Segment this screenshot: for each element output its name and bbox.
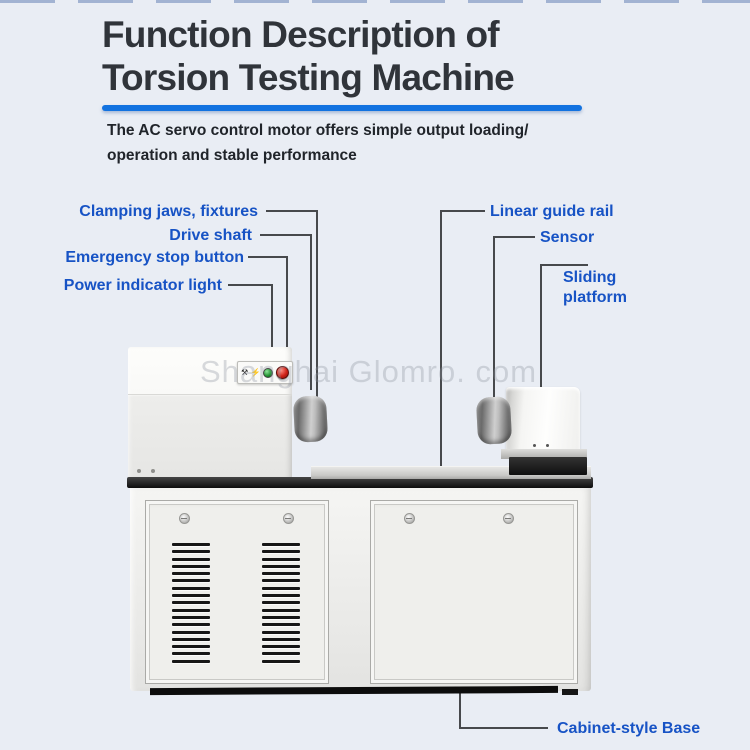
sensor-housing xyxy=(506,387,580,455)
vent-slot xyxy=(172,572,210,576)
cabinet-foot xyxy=(562,689,578,695)
housing-screw xyxy=(151,469,155,473)
label-clamping-jaws: Clamping jaws, fixtures xyxy=(79,203,258,220)
watermark-text: Shanghai Glomro. com xyxy=(200,354,538,389)
vent-slot xyxy=(172,645,210,649)
control-panel: ⚒ ⚡ xyxy=(237,361,293,384)
leader-power-indicator-h xyxy=(228,284,273,286)
door-screw xyxy=(404,513,415,524)
leader-sensor-h xyxy=(493,236,535,238)
panel-logo-icon: ⚒ xyxy=(241,367,249,377)
cabinet-right-door xyxy=(370,500,578,684)
sensor-housing-dot xyxy=(533,444,536,447)
leader-power-indicator-v xyxy=(271,284,273,367)
leader-sensor-v xyxy=(493,236,495,398)
page-title: Function Description of Torsion Testing … xyxy=(102,13,515,99)
leader-sliding-platform-v xyxy=(540,264,542,398)
vent-slot xyxy=(172,586,210,590)
vent-grille-left xyxy=(172,543,210,663)
vent-slot xyxy=(172,659,210,663)
leader-drive-shaft-h xyxy=(260,234,312,236)
label-drive-shaft: Drive shaft xyxy=(169,227,252,244)
vent-slot xyxy=(172,594,210,598)
vent-slot xyxy=(172,637,210,641)
label-power-indicator: Power indicator light xyxy=(63,277,222,294)
vent-slot xyxy=(262,637,300,641)
vent-slot xyxy=(262,601,300,605)
vent-slot xyxy=(262,659,300,663)
leader-cabinet-base-h xyxy=(459,727,548,729)
drive-shaft-chuck xyxy=(292,395,329,443)
vent-slot xyxy=(262,645,300,649)
vent-slot xyxy=(172,623,210,627)
cabinet-top-strip xyxy=(127,477,593,488)
door-screw xyxy=(503,513,514,524)
vent-slot xyxy=(262,557,300,561)
leader-linear-guide-h xyxy=(440,210,485,212)
vent-slot xyxy=(262,550,300,554)
power-indicator-light xyxy=(263,367,274,378)
vent-slot xyxy=(262,615,300,619)
sensor-housing-dot xyxy=(546,444,549,447)
vent-slot xyxy=(172,564,210,568)
vent-slot xyxy=(262,608,300,612)
emergency-stop-button xyxy=(275,366,289,379)
motor-housing-seam xyxy=(128,394,292,395)
label-sliding-platform: Sliding platform xyxy=(563,269,627,306)
sensor-chuck xyxy=(475,396,513,445)
leader-sliding-platform-h xyxy=(540,264,588,266)
vent-slot xyxy=(262,630,300,634)
cabinet-bottom-bar xyxy=(149,685,559,696)
door-screw xyxy=(179,513,190,524)
vent-slot xyxy=(262,579,300,583)
vent-slot xyxy=(262,594,300,598)
leader-emergency-stop-h xyxy=(248,256,288,258)
leader-emergency-stop-v xyxy=(286,256,288,368)
top-accent-bar xyxy=(0,0,750,3)
vent-slot xyxy=(262,572,300,576)
page-title-line2: Torsion Testing Machine xyxy=(102,57,515,98)
vent-slot xyxy=(262,543,300,546)
leader-clamping-jaws-v xyxy=(316,210,318,398)
vent-grille-right xyxy=(262,543,300,663)
page-subtitle-line2: operation and stable performance xyxy=(107,147,357,164)
label-emergency-stop: Emergency stop button xyxy=(65,249,244,266)
label-sensor: Sensor xyxy=(540,229,595,246)
vent-slot xyxy=(262,623,300,627)
vent-slot xyxy=(262,586,300,590)
leader-clamping-jaws-h xyxy=(266,210,318,212)
vent-slot xyxy=(172,652,210,656)
sliding-platform-base xyxy=(501,449,587,459)
housing-screw xyxy=(137,469,141,473)
page-subtitle: The AC servo control motor offers simple… xyxy=(107,118,528,168)
door-screw xyxy=(283,513,294,524)
vent-slot xyxy=(172,608,210,612)
leader-linear-guide-v xyxy=(440,210,442,467)
page-title-line1: Function Description of xyxy=(102,14,500,55)
label-cabinet-base: Cabinet-style Base xyxy=(557,720,701,737)
label-linear-guide-rail: Linear guide rail xyxy=(490,203,614,220)
page-subtitle-line1: The AC servo control motor offers simple… xyxy=(107,122,529,139)
vent-slot xyxy=(172,579,210,583)
vent-slot xyxy=(172,543,210,546)
vent-slot xyxy=(172,615,210,619)
leader-drive-shaft-v xyxy=(310,234,312,390)
vent-slot xyxy=(172,557,210,561)
panel-power-icon: ⚡ xyxy=(250,367,261,377)
sliding-platform-block xyxy=(509,457,587,475)
vent-slot xyxy=(172,550,210,554)
vent-slot xyxy=(172,601,210,605)
vent-slot xyxy=(262,652,300,656)
vent-slot xyxy=(172,630,210,634)
vent-slot xyxy=(262,564,300,568)
title-underline xyxy=(102,105,582,111)
